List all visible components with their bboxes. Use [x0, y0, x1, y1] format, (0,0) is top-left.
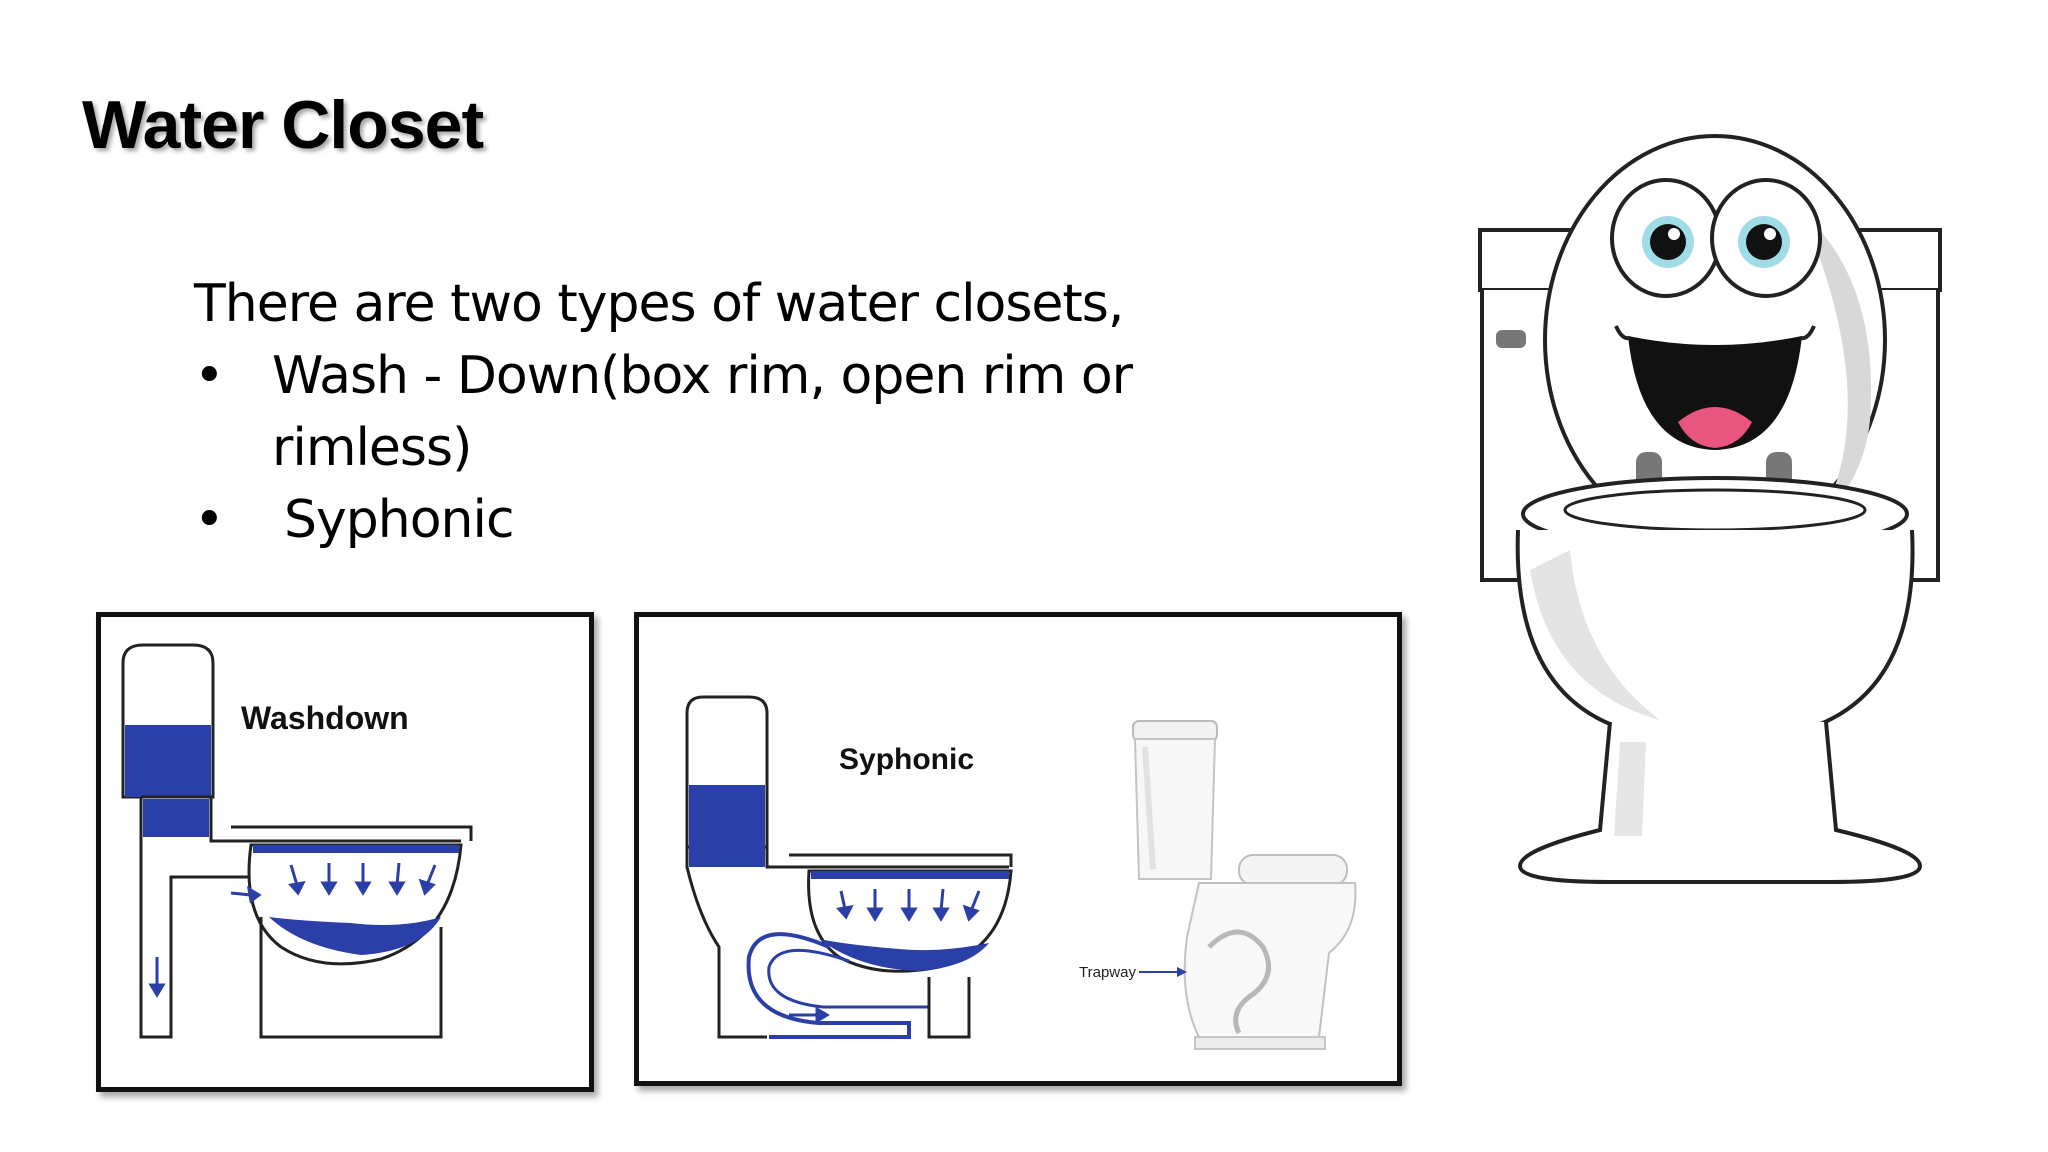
bullet-marker: • [194, 346, 225, 406]
trapway-label: Trapway [1079, 964, 1136, 981]
slide-body: There are two types of water closets, • … [194, 268, 1154, 556]
bullet-marker: • [194, 490, 225, 550]
smiling-toilet-cartoon-icon [1478, 134, 1942, 884]
trapway-arrowhead [1177, 967, 1187, 977]
bullet-text: Wash - Down(box rim, open rim or rimless… [272, 346, 1133, 478]
washdown-diagram-frame: Washdown [96, 612, 594, 1092]
washdown-label: Washdown [241, 700, 409, 736]
syphonic-label: Syphonic [839, 743, 974, 776]
bullet-item-syphonic: • Syphonic [194, 484, 1154, 556]
bullet-text: Syphonic [284, 490, 515, 550]
bullet-item-washdown: • Wash - Down(box rim, open rim or rimle… [194, 340, 1154, 484]
toilet-washdown-diagram-icon: Washdown [121, 643, 473, 1039]
toilet-syphonic-diagram-icon: Syphonic Trapway [685, 695, 1357, 1050]
toilet-photo-illustration-icon [1132, 720, 1357, 1050]
syphonic-diagram-frame: Syphonic Trapway [634, 612, 1402, 1086]
bullet-list: • Wash - Down(box rim, open rim or rimle… [194, 340, 1154, 556]
slide-title: Water Closet [82, 87, 484, 163]
intro-text: There are two types of water closets, [194, 274, 1124, 334]
